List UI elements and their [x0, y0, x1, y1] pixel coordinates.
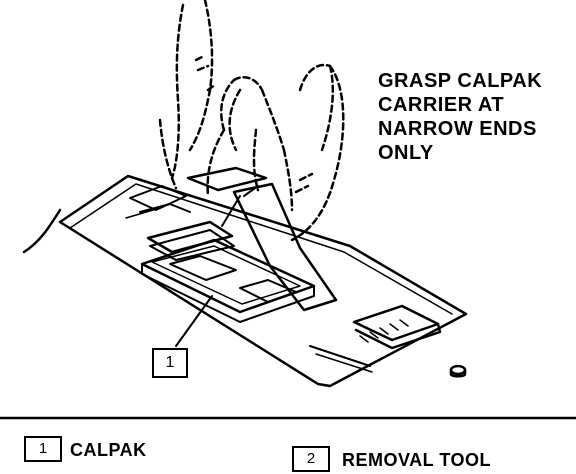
housing-edge [22, 208, 62, 254]
callout-box: 1 [152, 348, 188, 378]
legend-label: CALPAK [70, 440, 147, 460]
legend-box: 1 [24, 436, 62, 462]
callout-leader [175, 295, 213, 347]
callout-number: 1 [165, 354, 175, 371]
note-line: NARROW ENDS [378, 118, 537, 140]
legend-label: REMOVAL TOOL [342, 450, 492, 470]
legend-number: 1 [38, 440, 48, 457]
note-line: GRASP CALPAK [378, 70, 543, 92]
note-line: ONLY [378, 142, 434, 164]
legend-number: 2 [306, 450, 316, 467]
hand-outline [158, 0, 345, 242]
screw-part [449, 364, 467, 376]
circuit-board [58, 174, 468, 388]
legend-box: 2 [292, 446, 330, 472]
memory-chip [352, 304, 442, 350]
note-line: CARRIER AT [378, 94, 505, 116]
removal-tool [146, 166, 338, 312]
board-pad [129, 185, 187, 211]
calpak-carrier [140, 238, 316, 323]
